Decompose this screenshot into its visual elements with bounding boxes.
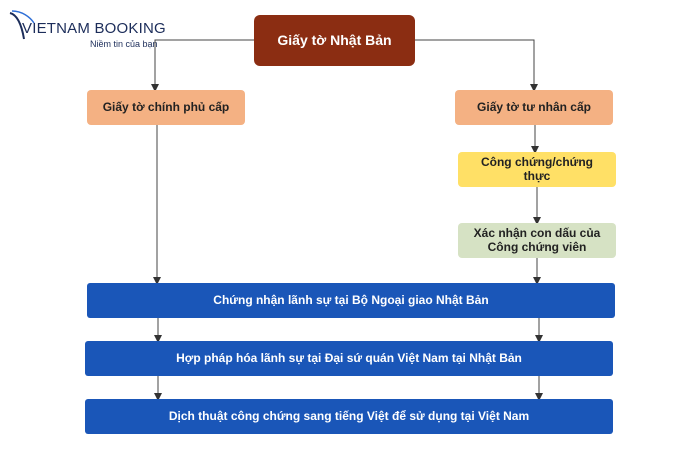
brand-logo: VIETNAM BOOKING Niềm tin của bạn — [4, 6, 166, 49]
notarization-node: Công chứng/chứng thực — [458, 152, 616, 187]
logo-tagline: Niềm tin của bạn — [90, 39, 158, 49]
consular-certification-node: Chứng nhận lãnh sự tại Bộ Ngoại giao Nhậ… — [87, 283, 615, 318]
translation-node: Dịch thuật công chứng sang tiếng Việt để… — [85, 399, 613, 434]
root-node: Giấy tờ Nhật Bản — [254, 15, 415, 66]
government-docs-node: Giấy tờ chính phủ cấp — [87, 90, 245, 125]
connector-root-left — [151, 39, 254, 92]
logo-swoosh-icon — [9, 10, 35, 40]
logo-brand-name: VIETNAM BOOKING — [22, 20, 166, 37]
seal-confirmation-node: Xác nhận con dấu của Công chứng viên — [458, 223, 616, 258]
connector-root-right — [415, 39, 538, 92]
private-docs-node: Giấy tờ tư nhân cấp — [455, 90, 613, 125]
consular-legalization-node: Hợp pháp hóa lãnh sự tại Đại sứ quán Việ… — [85, 341, 613, 376]
